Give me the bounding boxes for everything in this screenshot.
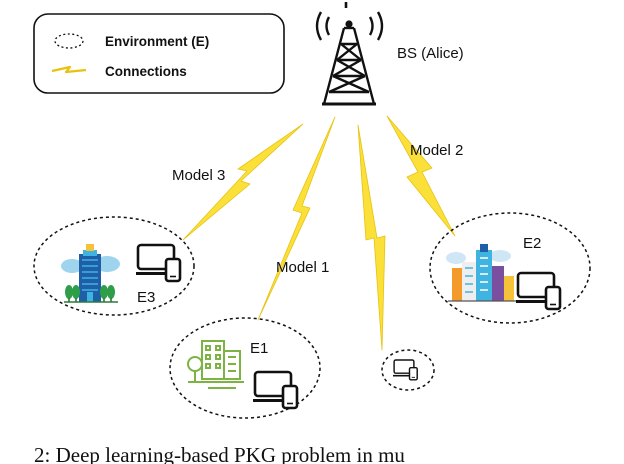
laptop-phone-icon: [392, 359, 418, 381]
figure-caption: 2: Deep learning-based PKG problem in mu: [34, 443, 405, 464]
legend-box: [33, 13, 285, 94]
environment-small: [381, 349, 435, 391]
base-station-tower-icon: [315, 2, 384, 106]
connection-bolt-small-environment: [357, 124, 386, 351]
environment-label-e2: E2: [523, 235, 541, 252]
connection-label-model-2: Model 2: [410, 142, 463, 159]
connection-bolt-model-3: [182, 123, 304, 241]
connection-label-model-1: Model 1: [276, 259, 329, 276]
environment-legend-icon: [54, 33, 84, 49]
environment-label-e1: E1: [250, 340, 268, 357]
laptop-phone-icon: [134, 243, 182, 283]
environment-boundary: [381, 349, 435, 391]
laptop-phone-icon: [251, 370, 299, 410]
environment-boundary: [429, 212, 591, 324]
connection-label-model-3: Model 3: [172, 167, 225, 184]
legend: Environment (E) Connections: [33, 13, 285, 94]
environment-boundary: [169, 317, 321, 419]
laptop-phone-icon: [514, 271, 562, 311]
environment-e3: E3: [33, 216, 195, 316]
environment-boundary: [33, 216, 195, 316]
connection-bolt-model-2: [386, 115, 456, 237]
environment-e2: E2: [429, 212, 591, 324]
environment-legend-label: Environment (E): [105, 34, 209, 49]
city-buildings-icon: [446, 244, 516, 302]
environment-label-e3: E3: [137, 289, 155, 306]
skyscraper-icon: [61, 244, 120, 303]
environment-e1: E1: [169, 317, 321, 419]
office-building-icon: [187, 340, 244, 389]
connections: [182, 115, 456, 351]
lightning-legend-icon: [51, 65, 87, 74]
base-station-label: BS (Alice): [397, 45, 464, 62]
connections-legend-label: Connections: [105, 64, 187, 79]
connection-bolt-model-1: [257, 116, 336, 321]
